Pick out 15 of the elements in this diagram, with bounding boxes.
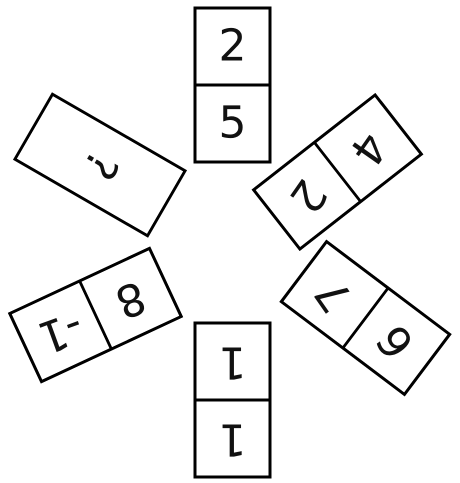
domino-number: 5 <box>218 102 246 146</box>
domino-number: 2 <box>218 24 246 68</box>
domino-number: 1 <box>218 340 246 384</box>
domino-half <box>196 324 268 398</box>
domino-number: 7 <box>308 270 360 319</box>
domino-number: 6 <box>370 317 422 366</box>
domino-number: ? <box>75 144 125 186</box>
domino-number: 8 <box>109 273 151 324</box>
domino-number: 1 <box>218 416 246 460</box>
domino-number: 4 <box>341 124 394 172</box>
domino-half <box>196 10 268 84</box>
domino-number: 2 <box>280 172 333 220</box>
domino-number: -1 <box>32 303 88 360</box>
domino-half <box>196 402 268 476</box>
domino-half <box>196 86 268 160</box>
